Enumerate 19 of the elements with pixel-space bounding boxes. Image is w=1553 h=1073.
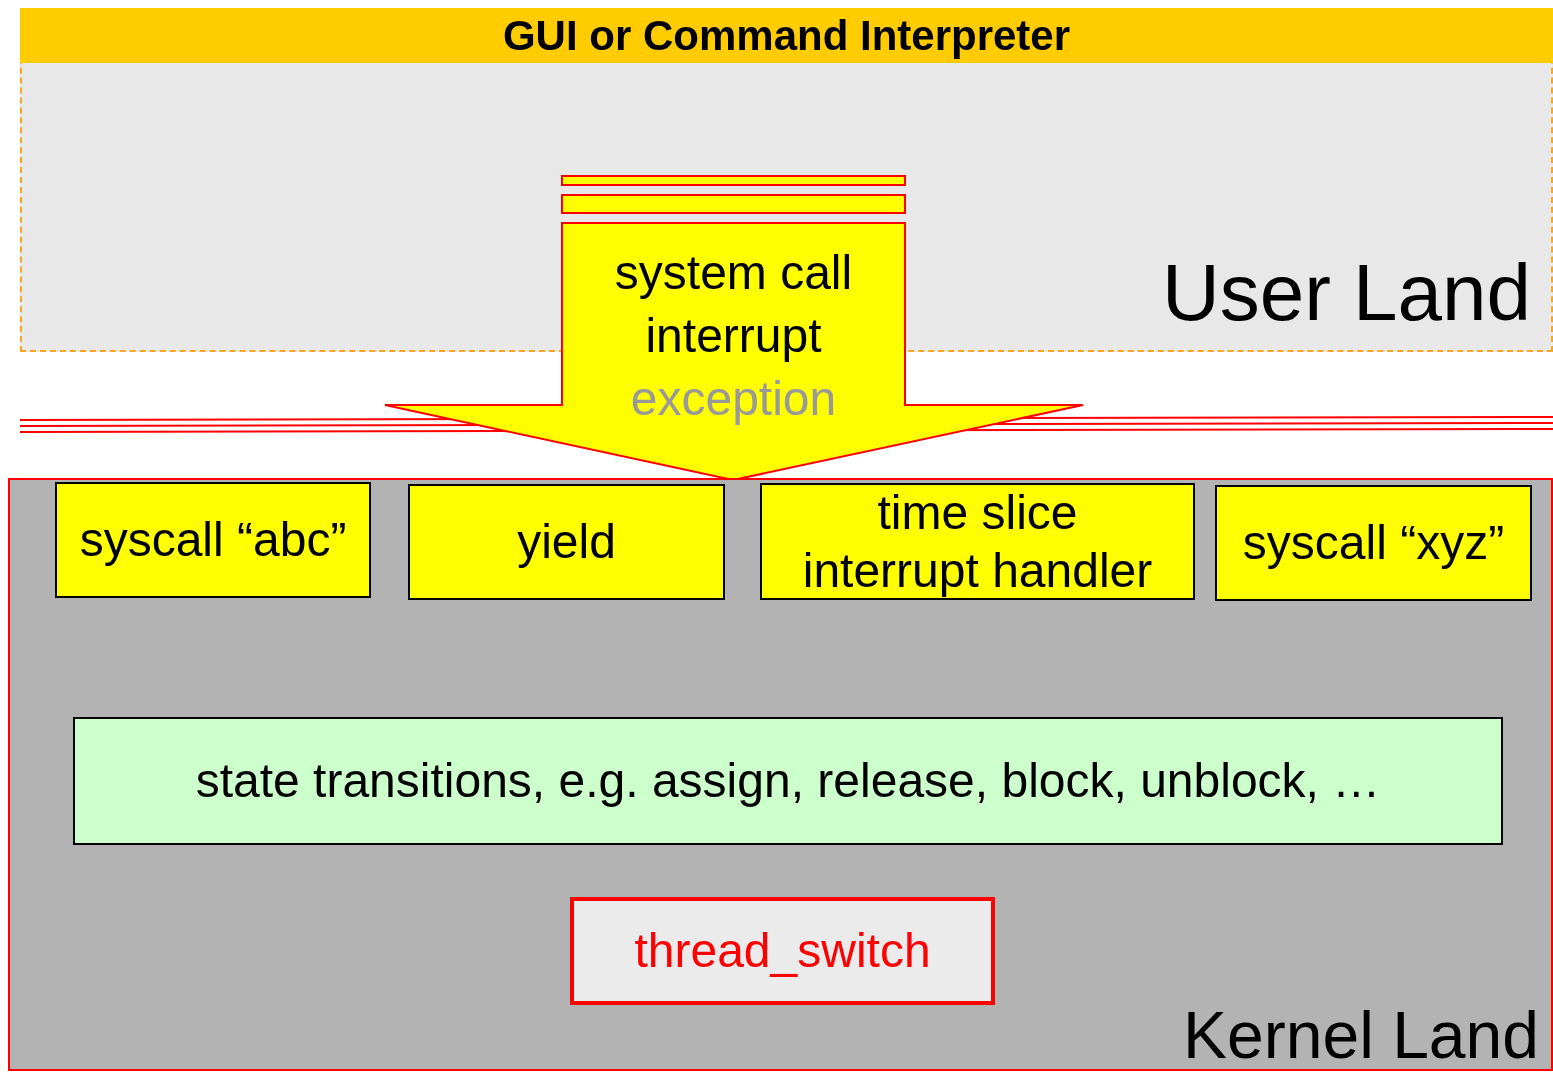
handler-box [55,482,371,598]
function-name: thread_switch [634,923,931,979]
arrow-label: interrupt [644,308,823,364]
handler-box [1215,485,1532,601]
handler-box [408,484,725,600]
box-label: time slice interrupt handler [801,484,1154,599]
header-bar: GUI or Command Interpreter [20,8,1553,63]
box-label: yield [517,514,616,570]
region-title: Kernel Land [1183,997,1539,1073]
box-label: state transitions, e.g. assign, release, block, unblock, … [195,753,1381,809]
function-box [570,897,995,1005]
handler-box [760,483,1195,600]
region-title: User Land [1161,248,1531,338]
box-label: syscall “abc” [79,512,347,568]
process-box [73,717,1503,845]
arrow-label: exception [629,371,838,427]
box-label: syscall “xyz” [1242,515,1505,571]
arrow-label: system call [613,245,854,301]
kernel-land-panel [8,478,1553,1071]
